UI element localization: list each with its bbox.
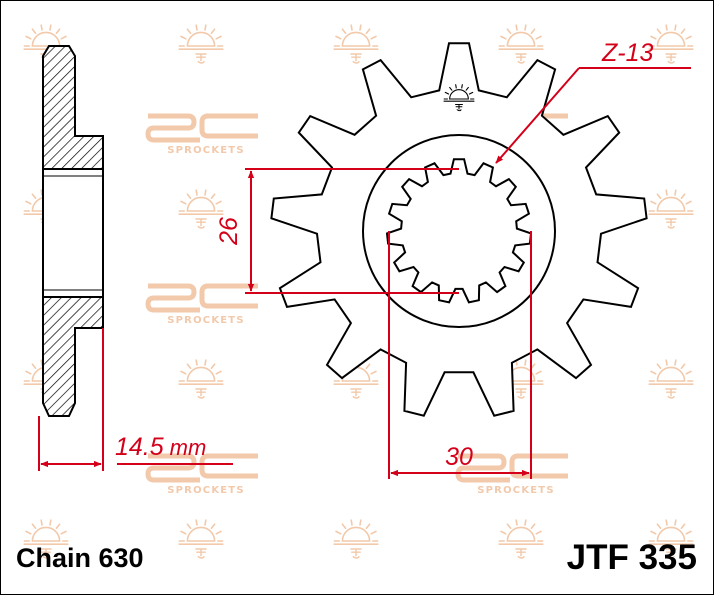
watermark-brand-text: SPROCKETS xyxy=(167,145,244,156)
width-unit: mm xyxy=(170,435,207,460)
tooth-count-label: Z-13 xyxy=(601,39,654,67)
watermark-brand-logo: SPROCKETS xyxy=(148,286,258,326)
watermark-brand-logo: SPROCKETS xyxy=(148,456,258,496)
spline-diameter-label: 30 xyxy=(445,443,473,471)
sprocket-front-view xyxy=(270,42,648,417)
part-number-label: JTF 335 xyxy=(566,538,697,577)
watermark-brand-logo: SPROCKETS xyxy=(458,456,568,496)
watermark-sun-icon xyxy=(497,24,545,64)
watermark-brand-text: SPROCKETS xyxy=(167,485,244,496)
watermark-sun-icon xyxy=(497,519,545,559)
watermark-sun-icon xyxy=(647,359,695,399)
watermark-sun-icon xyxy=(332,519,380,559)
watermark-brand-text: SPROCKETS xyxy=(167,315,244,326)
watermark-sun-icon xyxy=(177,359,225,399)
watermark-sun-icon xyxy=(647,189,695,229)
watermark-brand-logo: SPROCKETS xyxy=(148,116,258,156)
sprocket-side-view xyxy=(42,45,104,417)
chain-size-label: Chain 630 xyxy=(16,543,144,573)
hub-circle xyxy=(362,134,556,328)
watermark-sun-icon xyxy=(177,24,225,64)
watermark-sun-icon xyxy=(332,24,380,64)
watermark-sun-icon xyxy=(177,519,225,559)
width-value: 14.5 xyxy=(115,433,164,461)
watermark-sun-icon xyxy=(647,24,695,64)
watermark-brand-text: SPROCKETS xyxy=(477,485,554,496)
spline-bore-outline xyxy=(385,158,533,304)
inner-diameter-label: 26 xyxy=(215,217,243,246)
